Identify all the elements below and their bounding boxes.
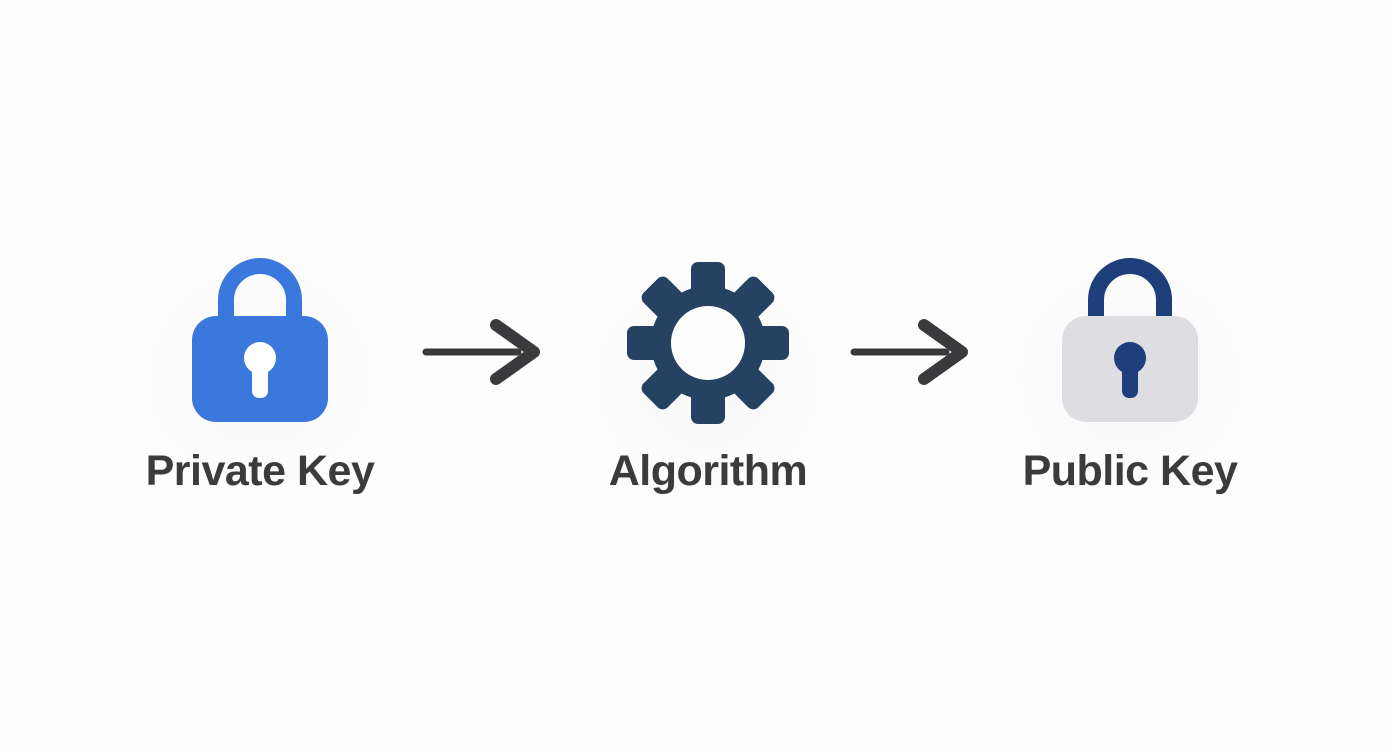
- arrow-head: [490, 319, 540, 385]
- keyhole-stem: [1122, 362, 1138, 398]
- node-label-public-key: Public Key: [1022, 447, 1238, 495]
- lock-shackle: [1088, 258, 1172, 340]
- keyhole-stem: [252, 362, 268, 398]
- node-label-algorithm: Algorithm: [608, 447, 808, 495]
- node-label-private-key: Private Key: [145, 447, 375, 495]
- keyhole-circle: [1114, 342, 1146, 374]
- node-public-key: Public Key: [970, 224, 1290, 533]
- arrow-right-icon: [422, 319, 540, 385]
- gear-center-hole: [671, 306, 745, 380]
- lock-shackle: [218, 258, 302, 340]
- arrow-right-icon: [850, 319, 968, 385]
- gear-teeth: [627, 262, 789, 424]
- node-private-key: Private Key: [100, 224, 420, 533]
- private-key-lock-icon: [192, 258, 328, 422]
- node-algorithm: Algorithm: [548, 232, 868, 533]
- gear-icon: [627, 262, 789, 424]
- public-key-lock-icon: [1062, 258, 1198, 422]
- arrow-head: [918, 319, 968, 385]
- keyhole-circle: [244, 342, 276, 374]
